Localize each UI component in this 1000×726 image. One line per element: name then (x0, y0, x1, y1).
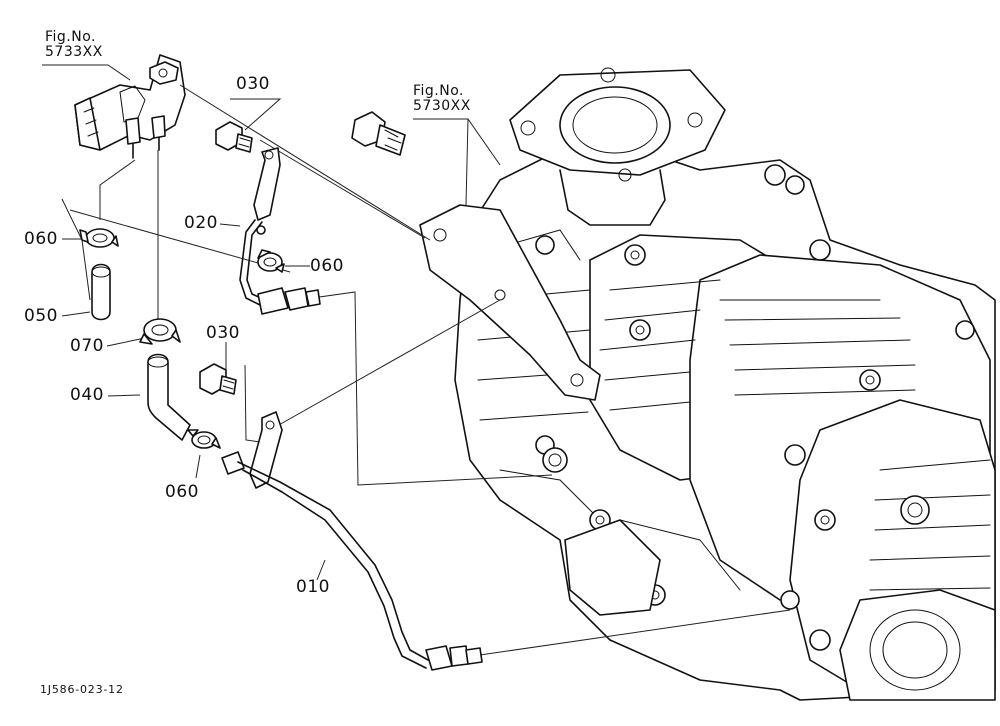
pipe-020 (239, 147, 321, 315)
part-label-020: 020 (184, 213, 218, 233)
pressure-sensor (74, 54, 186, 159)
part-label-030-mid: 030 (206, 323, 240, 343)
clamp-060-right (257, 249, 285, 273)
part-label-070: 070 (70, 336, 104, 356)
hose-040 (147, 353, 191, 441)
fig-ref-upper-left-line2: 5733XX (45, 43, 103, 60)
bolt-030-top (215, 121, 253, 153)
fig-ref-upper-mid-line1: Fig.No. (413, 83, 465, 99)
part-label-040: 040 (70, 385, 104, 405)
bolt-engine-top (351, 111, 406, 156)
leader-lines (42, 64, 791, 656)
clamp-070 (139, 318, 181, 345)
clamp-060-left (79, 228, 119, 248)
part-label-060-bottom: 060 (165, 482, 199, 502)
part-label-050: 050 (24, 306, 58, 326)
drawing-code: 1J586-023-12 (40, 683, 124, 696)
engine-block (419, 67, 996, 701)
fig-ref-upper-mid: Fig.No. 5730XX (413, 84, 471, 113)
bolt-030-mid (199, 363, 237, 395)
part-label-010: 010 (296, 577, 330, 597)
part-label-060-left: 060 (24, 229, 58, 249)
fig-ref-upper-mid-line2: 5730XX (413, 97, 471, 114)
clamp-060-bottom (187, 429, 221, 449)
hose-050 (91, 263, 111, 321)
part-label-030-top: 030 (236, 74, 270, 94)
fig-ref-upper-left-line1: Fig.No. (45, 29, 97, 45)
pipe-010 (221, 411, 483, 671)
part-label-060-right: 060 (310, 256, 344, 276)
fig-ref-upper-left: Fig.No. 5733XX (45, 30, 103, 59)
